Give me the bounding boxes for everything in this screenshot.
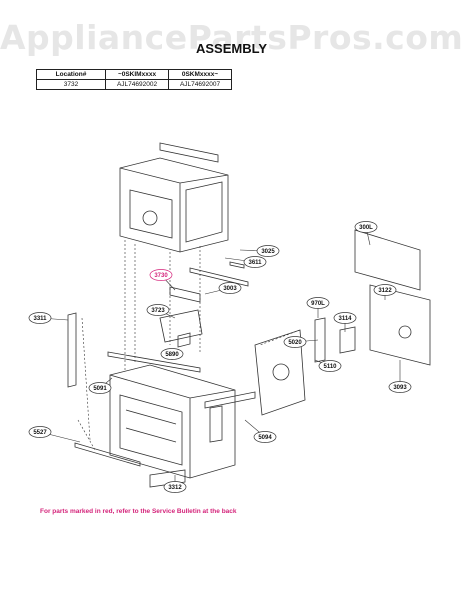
part-callout-3003: 3003 — [204, 282, 242, 295]
part-callout-3312: 3312 — [163, 475, 187, 493]
lower-cavity-edges — [109, 374, 236, 478]
callout-bubble — [243, 256, 267, 268]
service-note: For parts marked in red, refer to the Se… — [40, 508, 237, 515]
part-label: 970L — [311, 301, 325, 307]
upper-cavity — [119, 157, 229, 253]
part-label: 300L — [359, 225, 373, 231]
part-callout-5890: 5890 — [160, 348, 184, 360]
part-label: 5110 — [323, 364, 337, 370]
callout-bubble — [88, 382, 112, 394]
part-callout-3025: 3025 — [239, 245, 280, 257]
location-table: Location# ~0SKIMxxxx 0SKMxxxx~ 3732 AJL7… — [36, 69, 232, 90]
part-label: 3003 — [223, 286, 237, 292]
part-label: 3122 — [378, 288, 392, 294]
callout-bubble — [388, 381, 412, 393]
part-callout-5527: 5527 — [28, 426, 81, 443]
callout-bubble — [28, 426, 52, 438]
upper-cavity-side — [185, 181, 223, 243]
callout-bubble — [283, 336, 307, 348]
callout-bubble — [253, 431, 277, 443]
lower-cavity — [109, 364, 236, 479]
part-label: 3114 — [338, 316, 352, 322]
callout-bubble — [146, 304, 170, 316]
side-rail — [67, 312, 77, 388]
rail-part — [189, 267, 249, 287]
callout-bubble — [256, 245, 280, 257]
part-callout-3122: 3122 — [373, 284, 397, 300]
diagram-title: ASSEMBLY — [195, 41, 268, 56]
side-cover — [354, 229, 421, 291]
part-callout-3114: 3114 — [333, 312, 357, 332]
table-row: 3732 AJL74692002 AJL74692007 — [36, 79, 232, 90]
part-label: 3730 — [154, 273, 168, 279]
small-clip — [229, 261, 245, 269]
part-label: 3723 — [151, 308, 165, 314]
callout-bubble — [306, 297, 330, 309]
part-label: 5091 — [93, 386, 107, 392]
part-callout-970L: 970L — [306, 297, 330, 318]
part-label: 5094 — [258, 435, 272, 441]
callout-bubble — [149, 269, 173, 281]
part-callout-300L: 300L — [354, 221, 378, 246]
part-label: 3093 — [393, 385, 407, 391]
diagram-artwork — [67, 142, 431, 488]
part-label: 5020 — [288, 340, 302, 346]
part-callout-3730: 3730 — [149, 269, 176, 291]
bottom-part — [149, 469, 186, 488]
callout-bubble — [218, 282, 242, 294]
callout-bubble — [373, 284, 397, 296]
part-label: 3611 — [248, 260, 262, 266]
cavity-trim — [107, 351, 201, 373]
callout-bubble — [163, 481, 187, 493]
top-bracket — [159, 142, 219, 163]
controller-module — [159, 309, 203, 343]
callout-bubble — [333, 312, 357, 324]
bottom-rail — [74, 442, 141, 467]
control-board — [169, 286, 201, 303]
door-panel — [254, 329, 306, 416]
part-callout-5094: 5094 — [244, 419, 277, 443]
part-callout-5020: 5020 — [283, 336, 319, 348]
upper-cavity-opening — [129, 189, 173, 239]
rear-panel — [369, 284, 431, 366]
part-callout-5091: 5091 — [88, 377, 113, 394]
rear-panel-hole — [398, 325, 412, 339]
switch-part — [314, 317, 326, 363]
vertical-bracket — [209, 405, 223, 443]
lower-bracket — [204, 391, 256, 409]
part-callout-5110: 5110 — [314, 359, 342, 372]
part-label: 3312 — [168, 485, 182, 491]
part-callout-3723: 3723 — [146, 304, 176, 319]
hinge-part — [339, 326, 356, 354]
module-tab — [177, 332, 191, 348]
callout-bubble — [28, 312, 52, 324]
upper-cavity-edges — [119, 167, 229, 252]
fan-part — [142, 210, 158, 226]
table-cell: AJL74692007 — [168, 79, 232, 90]
part-labels: 3025 3611 3730 3003 3723 300L 3122 970L 3311 5020… — [28, 221, 412, 493]
part-label: 3311 — [33, 316, 47, 322]
part-callout-3093: 3093 — [388, 360, 412, 393]
lower-cavity-opening — [119, 394, 183, 466]
part-callout-3611: 3611 — [224, 256, 267, 268]
part-callout-3311: 3311 — [28, 312, 69, 324]
part-label: 5890 — [165, 352, 179, 358]
callout-bubble — [354, 221, 378, 233]
part-label: 3025 — [261, 249, 275, 255]
watermark: AppliancePartsPros.com — [0, 18, 463, 57]
callout-bubble — [318, 360, 342, 372]
guide-lines — [77, 240, 301, 451]
part-label: 5527 — [33, 430, 47, 436]
oven-racks — [125, 409, 177, 443]
door-window — [272, 363, 290, 381]
callout-bubble — [160, 348, 184, 360]
